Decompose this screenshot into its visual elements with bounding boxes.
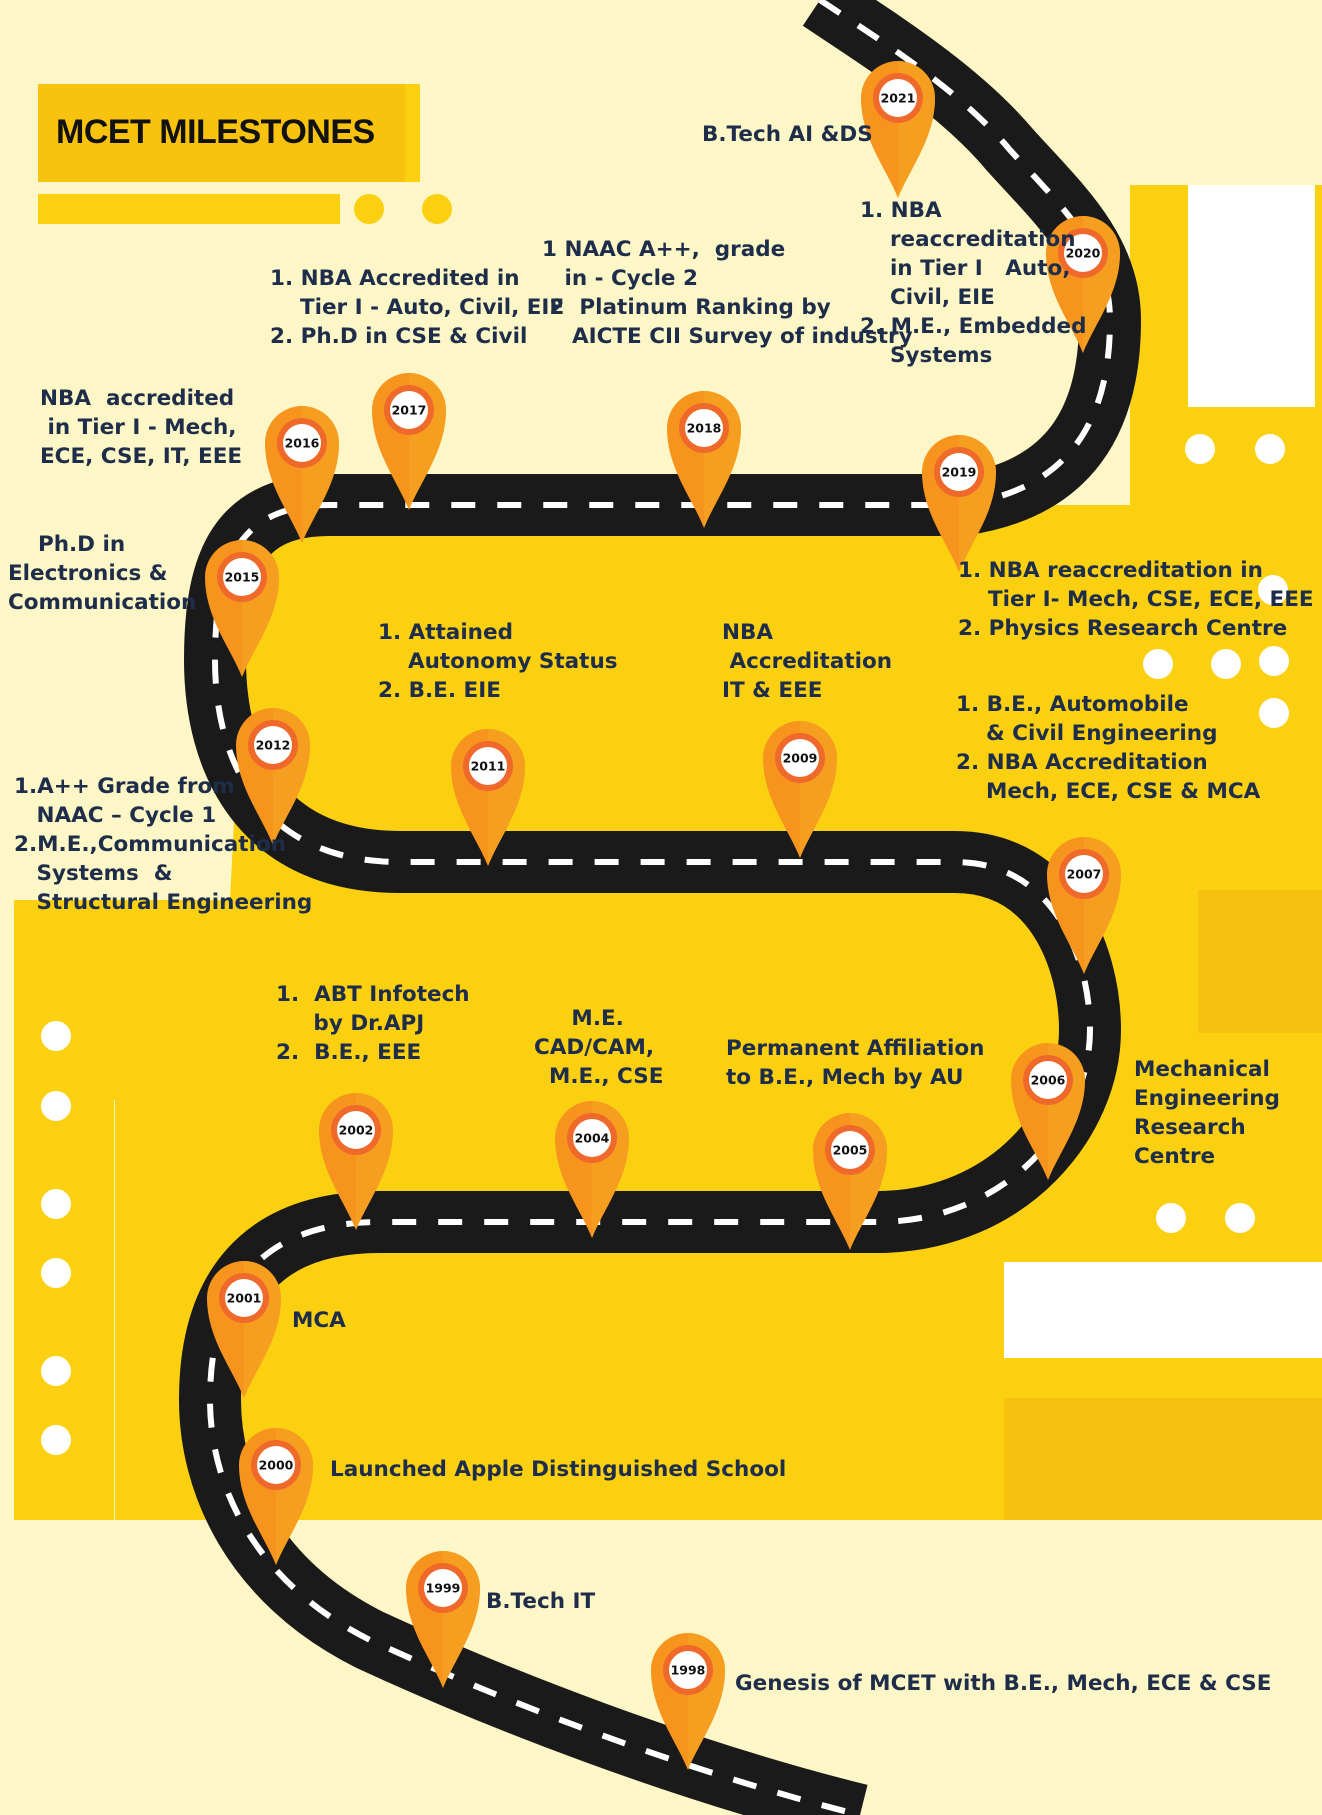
pin-face	[1065, 855, 1103, 893]
pin-face	[1064, 234, 1102, 272]
pin-face	[1029, 1061, 1067, 1099]
pin-year-label: 2007	[1067, 867, 1102, 882]
pin-2001: 2001	[207, 1261, 281, 1398]
title-underline-bar	[38, 194, 340, 224]
milestone-2019-text: 1. NBA reaccreditation in Tier I- Mech, …	[958, 558, 1314, 641]
pin-2020: 2020	[1046, 216, 1120, 353]
milestone-2012-text: 1.A++ Grade from NAAC – Cycle 1 2.M.E.,C…	[14, 774, 313, 915]
milestone-2004-text: M.E. CAD/CAM, M.E., CSE	[534, 1006, 664, 1089]
pin-year-label: 2020	[1066, 246, 1101, 261]
pin-year-label: 2017	[392, 403, 427, 418]
pin-2007: 2007	[1047, 837, 1121, 974]
pin-2000: 2000	[239, 1427, 313, 1565]
milestone-2015-text: Ph.D in Electronics & Communication	[8, 532, 197, 615]
pin-year-label: 2000	[259, 1458, 294, 1473]
pin-face	[573, 1119, 611, 1157]
pin-face	[685, 409, 723, 447]
title-dot	[422, 194, 452, 224]
pin-2017: 2017	[372, 373, 446, 510]
pin-face	[390, 391, 428, 429]
pin-year-label: 2001	[227, 1291, 262, 1306]
road	[178, 0, 1142, 1815]
page-title: MCET MILESTONES	[56, 113, 375, 151]
milestone-1999-text: B.Tech IT	[486, 1589, 596, 1614]
pin-2019: 2019	[922, 435, 996, 572]
pin-year-label: 2006	[1031, 1073, 1066, 1088]
milestone-2009-text: NBA Accreditation IT & EEE	[722, 620, 893, 703]
pin-year-label: 2019	[942, 465, 977, 480]
milestone-2016-text: NBA accredited in Tier I - Mech, ECE, CS…	[40, 386, 243, 469]
title-banner: MCET MILESTONES	[38, 84, 420, 182]
pin-year-label: 2016	[285, 436, 320, 451]
pin-face	[781, 739, 819, 777]
pin-face	[831, 1131, 869, 1169]
pin-year-label: 2002	[339, 1123, 374, 1138]
title-dot	[354, 194, 384, 224]
pin-face	[424, 1569, 462, 1607]
pin-2012: 2012	[236, 708, 310, 845]
milestone-2021-text: B.Tech AI &DS	[702, 122, 873, 147]
milestone-2007-text: 1. B.E., Automobile & Civil Engineering …	[956, 692, 1261, 804]
pin-2021: 2021	[861, 61, 935, 198]
pin-2016: 2016	[265, 406, 339, 543]
pin-2015: 2015	[205, 540, 279, 677]
road-center-dashes	[206, 0, 1114, 1815]
pin-face	[225, 1279, 263, 1317]
milestone-2017-text: 1. NBA Accredited in Tier I - Auto, Civi…	[270, 266, 565, 349]
pin-face	[257, 1446, 295, 1484]
pin-year-label: 2021	[881, 91, 916, 106]
pin-face	[337, 1111, 375, 1149]
milestone-1998-text: Genesis of MCET with B.E., Mech, ECE & C…	[735, 1671, 1272, 1696]
pin-face	[669, 1651, 707, 1689]
milestone-2002-text: 1. ABT Infotech by Dr.APJ 2. B.E., EEE	[276, 982, 470, 1065]
pin-year-label: 1999	[426, 1581, 461, 1596]
pin-2018: 2018	[667, 391, 741, 528]
decorative-dots	[41, 434, 1289, 1455]
pin-year-label: 2018	[687, 421, 722, 436]
pin-2002: 2002	[319, 1093, 393, 1230]
pin-face	[940, 453, 978, 491]
pin-year-label: 2009	[783, 751, 818, 766]
pin-year-label: 2011	[471, 759, 506, 774]
pin-2011: 2011	[451, 729, 525, 866]
milestone-2000-text: Launched Apple Distinguished School	[330, 1457, 787, 1482]
milestone-pins: 2021 2020 2019 2018 2017 2016 2015 2012 2011 2009…	[205, 61, 1121, 1770]
pin-face	[254, 726, 292, 764]
pin-2006: 2006	[1011, 1043, 1085, 1180]
pin-1998: 1998	[651, 1633, 725, 1770]
pin-face	[469, 747, 507, 785]
pin-2005: 2005	[813, 1113, 887, 1250]
pin-year-label: 2015	[225, 570, 260, 585]
milestone-2020-text: 1. NBA reaccreditation in Tier I Auto, C…	[860, 198, 1087, 368]
pin-face	[879, 79, 917, 117]
pin-year-label: 2005	[833, 1143, 868, 1158]
milestone-2018-text: 1 NAAC A++, grade in - Cycle 2 2 Platinu…	[542, 237, 913, 349]
pin-year-label: 2012	[256, 738, 291, 753]
milestone-2006-text: Mechanical Engineering Research Centre	[1134, 1057, 1280, 1169]
milestone-2005-text: Permanent Affiliation to B.E., Mech by A…	[726, 1036, 985, 1090]
title-banner-fill	[38, 84, 405, 182]
pin-year-label: 2004	[575, 1131, 610, 1146]
pin-1999: 1999	[406, 1551, 480, 1688]
pin-face	[223, 558, 261, 596]
pin-2004: 2004	[555, 1101, 629, 1238]
pin-year-label: 1998	[671, 1663, 706, 1678]
pin-face	[283, 424, 321, 462]
milestone-2011-text: 1. Attained Autonomy Status 2. B.E. EIE	[378, 620, 618, 703]
pin-2009: 2009	[763, 721, 837, 858]
milestone-2001-text: MCA	[292, 1308, 346, 1333]
